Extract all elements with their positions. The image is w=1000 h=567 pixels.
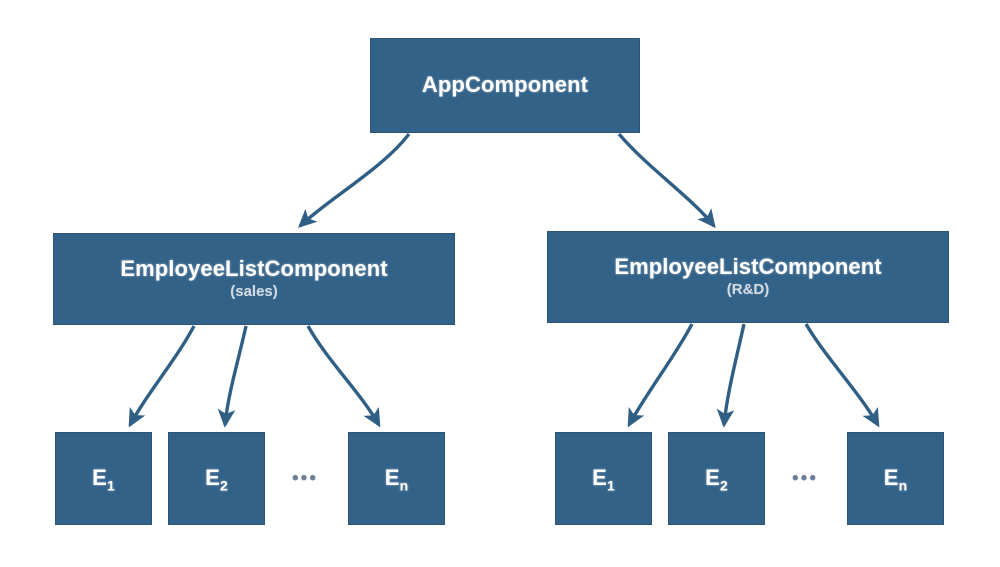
node-employee-sales-2-label: E2	[205, 465, 228, 493]
edge-app-to-sales	[298, 132, 411, 228]
node-employee-list-component-sales-subtitle: (sales)	[230, 283, 278, 301]
employee-base-letter: E	[92, 465, 107, 491]
employee-base-letter: E	[205, 465, 220, 491]
employee-index-subscript: 2	[719, 477, 728, 494]
edge-rnd-to-e2	[716, 323, 746, 428]
node-employee-rnd-1-label: E1	[592, 465, 615, 493]
node-employee-rnd-1[interactable]: E1	[555, 432, 652, 525]
ellipsis-sales: •••	[292, 468, 318, 489]
edge-sales-to-en	[306, 325, 381, 428]
edge-rnd-to-en	[804, 323, 880, 428]
edge-sales-to-e2	[217, 325, 248, 428]
employee-index-subscript: n	[898, 477, 908, 494]
employee-base-letter: E	[592, 465, 607, 491]
employee-index-subscript: 2	[219, 477, 228, 494]
node-employee-sales-n-label: En	[384, 465, 408, 493]
node-employee-sales-2[interactable]: E2	[168, 432, 265, 525]
node-employee-rnd-n-label: En	[883, 465, 907, 493]
edge-rnd-to-e1	[627, 323, 694, 428]
node-employee-list-component-rnd[interactable]: EmployeeListComponent (R&D)	[547, 231, 949, 323]
node-employee-list-component-rnd-label: EmployeeListComponent	[614, 254, 882, 280]
edge-app-to-rnd	[617, 132, 716, 229]
node-employee-rnd-2-label: E2	[705, 465, 728, 493]
node-employee-sales-1[interactable]: E1	[55, 432, 152, 525]
node-employee-list-component-rnd-subtitle: (R&D)	[726, 281, 770, 299]
node-employee-rnd-n[interactable]: En	[847, 432, 944, 525]
ellipsis-rnd: •••	[792, 468, 818, 489]
employee-index-subscript: 1	[106, 477, 115, 494]
node-app-component[interactable]: AppComponent	[370, 38, 640, 133]
employee-index-subscript: n	[399, 477, 409, 494]
node-employee-list-component-sales-label: EmployeeListComponent	[120, 256, 388, 282]
employee-base-letter: E	[384, 465, 400, 491]
node-employee-rnd-2[interactable]: E2	[668, 432, 765, 525]
node-employee-sales-n[interactable]: En	[348, 432, 445, 525]
employee-base-letter: E	[883, 465, 899, 491]
node-employee-sales-1-label: E1	[92, 465, 115, 493]
node-app-component-label: AppComponent	[421, 72, 589, 98]
edge-sales-to-e1	[128, 325, 196, 428]
employee-index-subscript: 1	[606, 477, 615, 494]
node-employee-list-component-sales[interactable]: EmployeeListComponent (sales)	[53, 233, 455, 325]
employee-base-letter: E	[705, 465, 720, 491]
